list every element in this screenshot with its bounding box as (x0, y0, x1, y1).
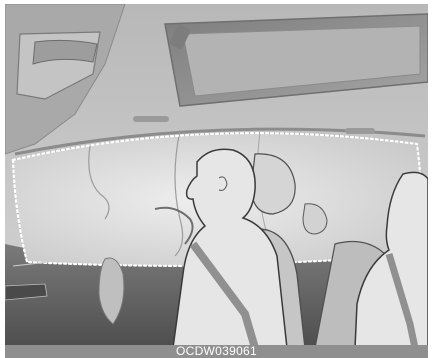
figure-caption: OCDW039061 (5, 344, 428, 358)
caption-bar: OCDW039061 (5, 345, 428, 358)
front-occupant (173, 149, 305, 348)
rear-assist-grip (345, 128, 375, 134)
curtain-airbag-illustration (5, 4, 428, 348)
assist-grip (133, 116, 169, 122)
